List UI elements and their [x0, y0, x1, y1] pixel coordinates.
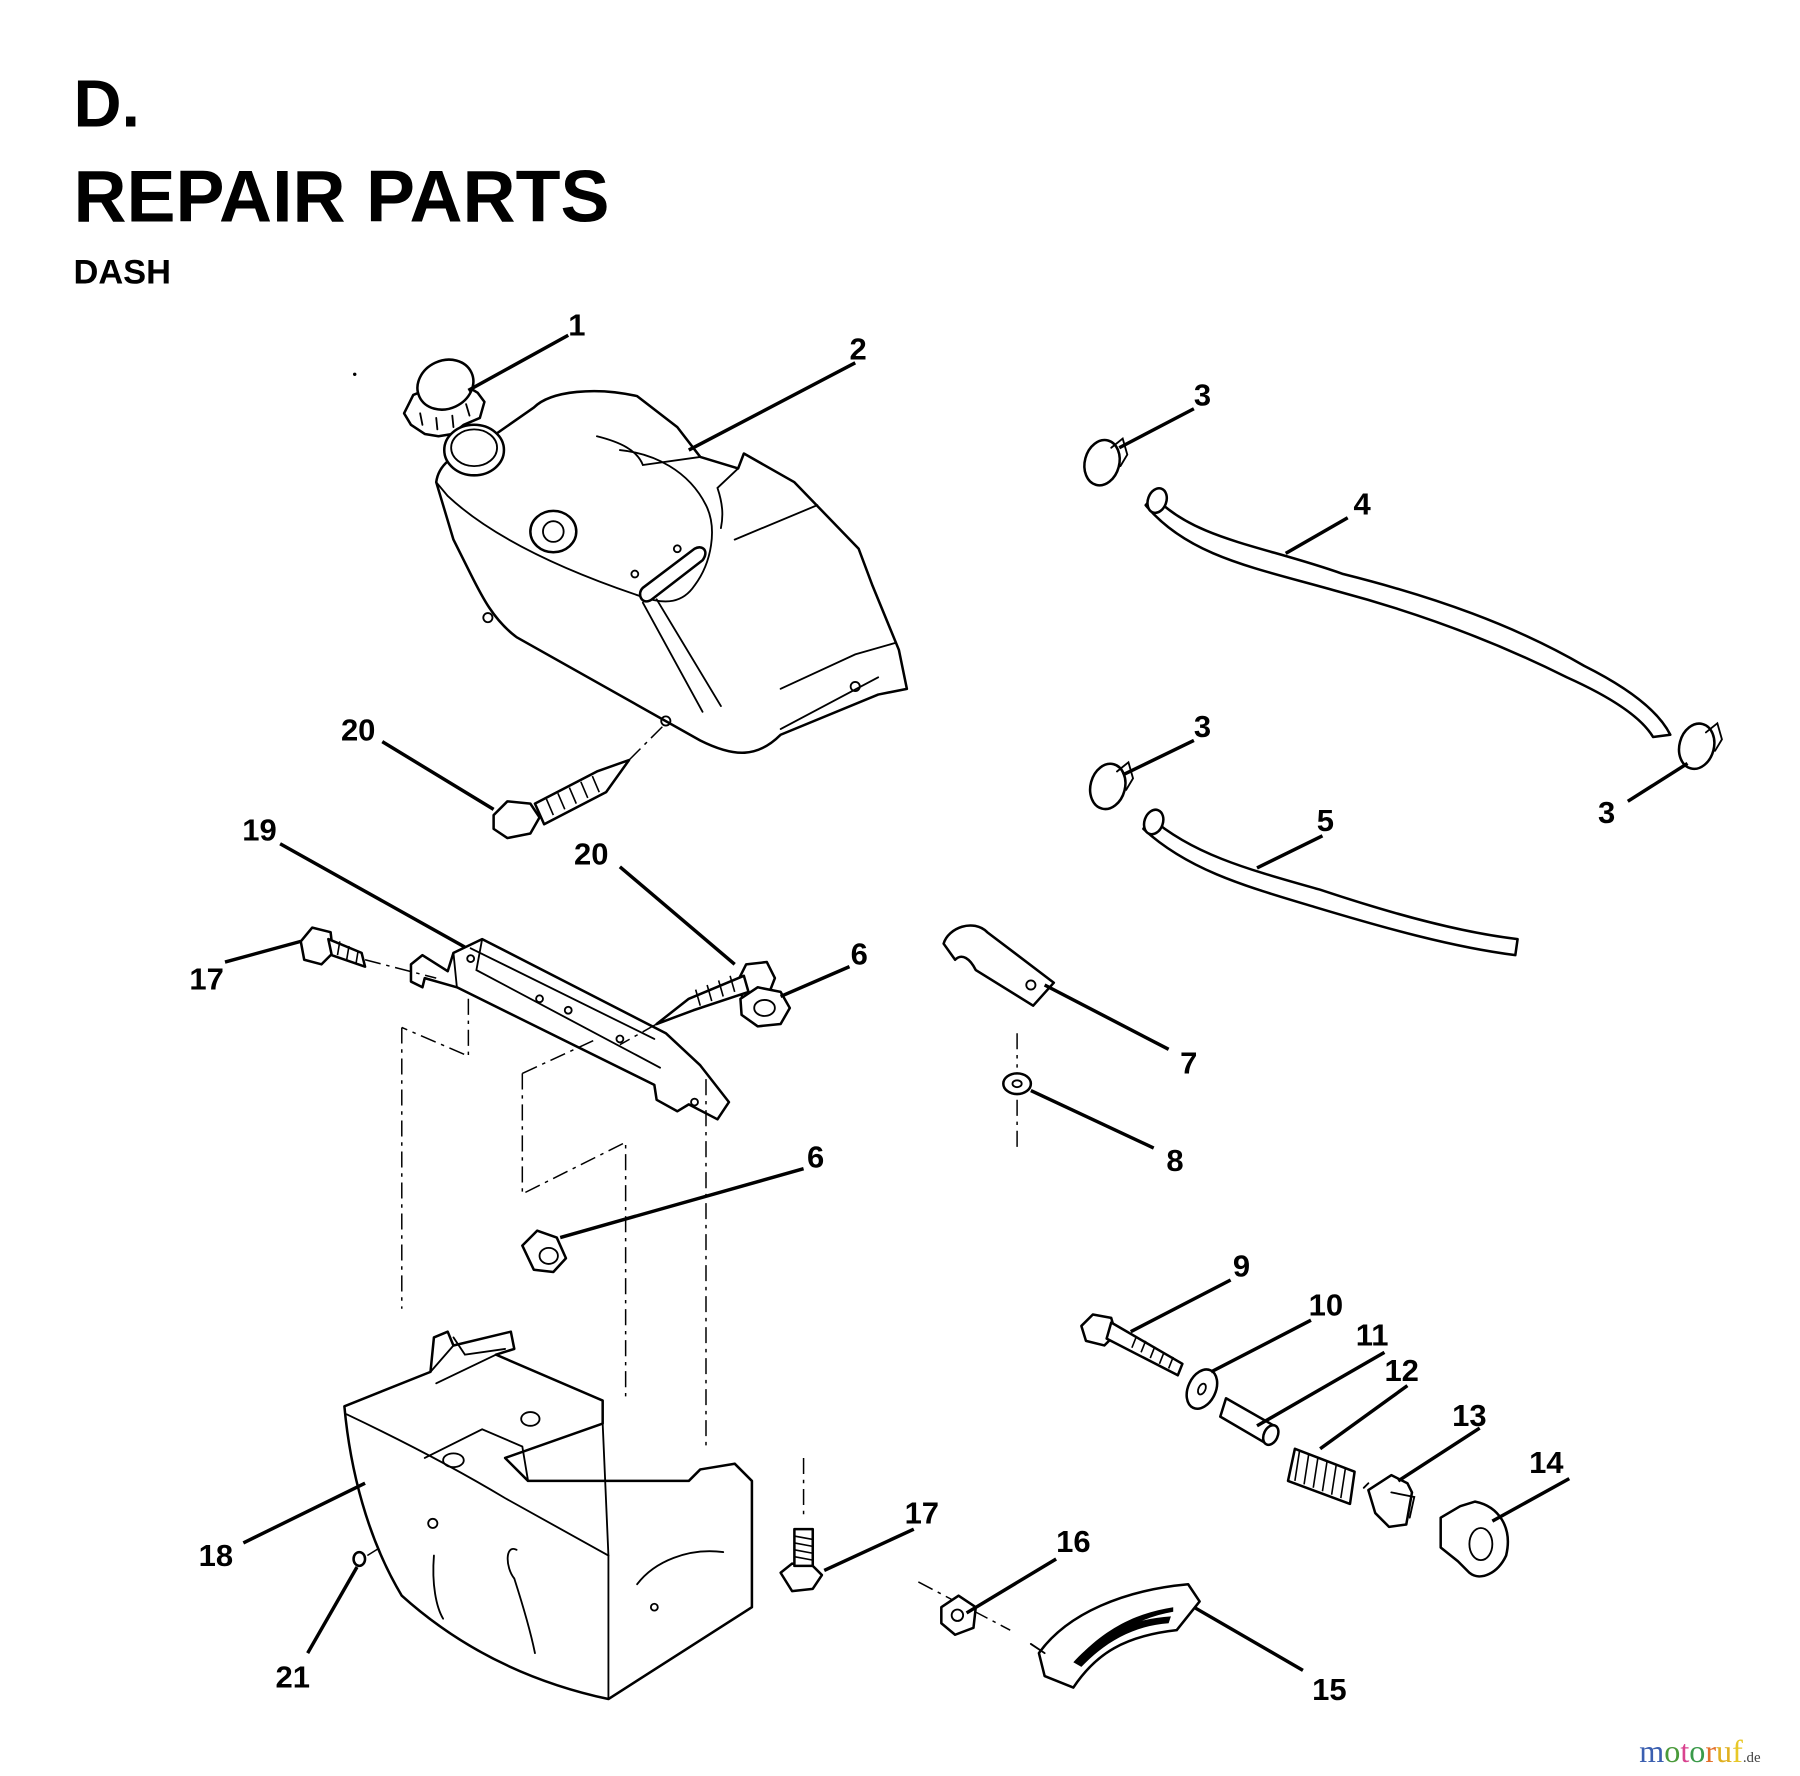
- callout-14[interactable]: 14: [1529, 1445, 1564, 1480]
- watermark-letter: o: [1689, 1733, 1705, 1769]
- callout-8[interactable]: 8: [1166, 1143, 1183, 1178]
- knob-bushing-part: [1439, 1500, 1509, 1578]
- screw-part: [492, 722, 667, 840]
- dash-panel-part: [343, 1330, 754, 1701]
- callout-2[interactable]: 2: [849, 331, 866, 366]
- washer-part: [1002, 1033, 1033, 1149]
- callout-13[interactable]: 13: [1452, 1398, 1486, 1433]
- watermark-letter: r: [1705, 1733, 1716, 1769]
- fuel-cap-part: [402, 358, 486, 438]
- callout-5[interactable]: 5: [1317, 803, 1334, 838]
- callout-15[interactable]: 15: [1312, 1672, 1346, 1707]
- leader-lines: [224, 333, 1689, 1672]
- nut-part: [521, 1229, 568, 1274]
- callout-9[interactable]: 9: [1233, 1249, 1250, 1284]
- bolt-part: [779, 1527, 824, 1593]
- watermark-logo: motoruf.de: [1639, 1733, 1761, 1769]
- callout-6[interactable]: 6: [807, 1140, 824, 1175]
- dash-bracket-part: [364, 937, 731, 1121]
- callout-7[interactable]: 7: [1180, 1045, 1197, 1080]
- watermark-letter: t: [1680, 1733, 1689, 1769]
- hose-clamp-part: [1677, 721, 1723, 771]
- bolt-part: [1080, 1313, 1184, 1377]
- callout-10[interactable]: 10: [1309, 1288, 1343, 1323]
- lever-block-part: [1362, 1473, 1416, 1529]
- hose-clamp-part: [1088, 760, 1135, 811]
- callouts: 1 2 3 4 3 3 5 20 19 20 17 6 7 8 6 9 10 1…: [189, 307, 1615, 1707]
- washer-part: [1185, 1368, 1219, 1410]
- callout-20[interactable]: 20: [341, 712, 375, 747]
- callout-4[interactable]: 4: [1353, 486, 1371, 521]
- watermark-text: motoruf.de: [1639, 1733, 1761, 1769]
- watermark-letter: m: [1639, 1733, 1664, 1769]
- hose-clip-part: [942, 924, 1056, 1007]
- spring-part: [1286, 1447, 1356, 1506]
- callout-18[interactable]: 18: [199, 1538, 233, 1573]
- hose-clamp-part: [1083, 436, 1129, 487]
- bolt-part: [299, 926, 367, 968]
- section-letter: D.: [73, 67, 140, 141]
- watermark-suffix: .de: [1743, 1750, 1761, 1766]
- plug-part: [352, 1550, 367, 1568]
- fuel-tank-part: [434, 389, 909, 754]
- callout-20[interactable]: 20: [574, 836, 608, 871]
- watermark-letter: u: [1716, 1733, 1732, 1769]
- fuel-hose-short-part: [1142, 808, 1519, 957]
- callout-11[interactable]: 11: [1356, 1317, 1389, 1352]
- callout-19[interactable]: 19: [242, 812, 276, 847]
- spacer-part: [1219, 1397, 1280, 1447]
- callout-3[interactable]: 3: [1598, 795, 1615, 830]
- throttle-plate-part: [1029, 1582, 1201, 1689]
- watermark-letter: f: [1732, 1733, 1743, 1769]
- callout-12[interactable]: 12: [1384, 1353, 1418, 1388]
- callout-3[interactable]: 3: [1194, 709, 1211, 744]
- page-subtitle: DASH: [73, 254, 171, 292]
- stray-dot: [352, 372, 357, 377]
- callout-16[interactable]: 16: [1056, 1524, 1090, 1559]
- callout-1[interactable]: 1: [568, 307, 585, 342]
- nut-part: [739, 986, 792, 1028]
- callout-3[interactable]: 3: [1194, 377, 1211, 412]
- fuel-hose-long-part: [1144, 487, 1672, 739]
- callout-21[interactable]: 21: [276, 1660, 310, 1695]
- watermark-letter: o: [1664, 1733, 1680, 1769]
- callout-6[interactable]: 6: [851, 936, 868, 971]
- callout-17[interactable]: 17: [905, 1495, 939, 1530]
- page-title: REPAIR PARTS: [73, 155, 609, 238]
- nut-part: [940, 1594, 978, 1637]
- callout-17[interactable]: 17: [189, 962, 223, 997]
